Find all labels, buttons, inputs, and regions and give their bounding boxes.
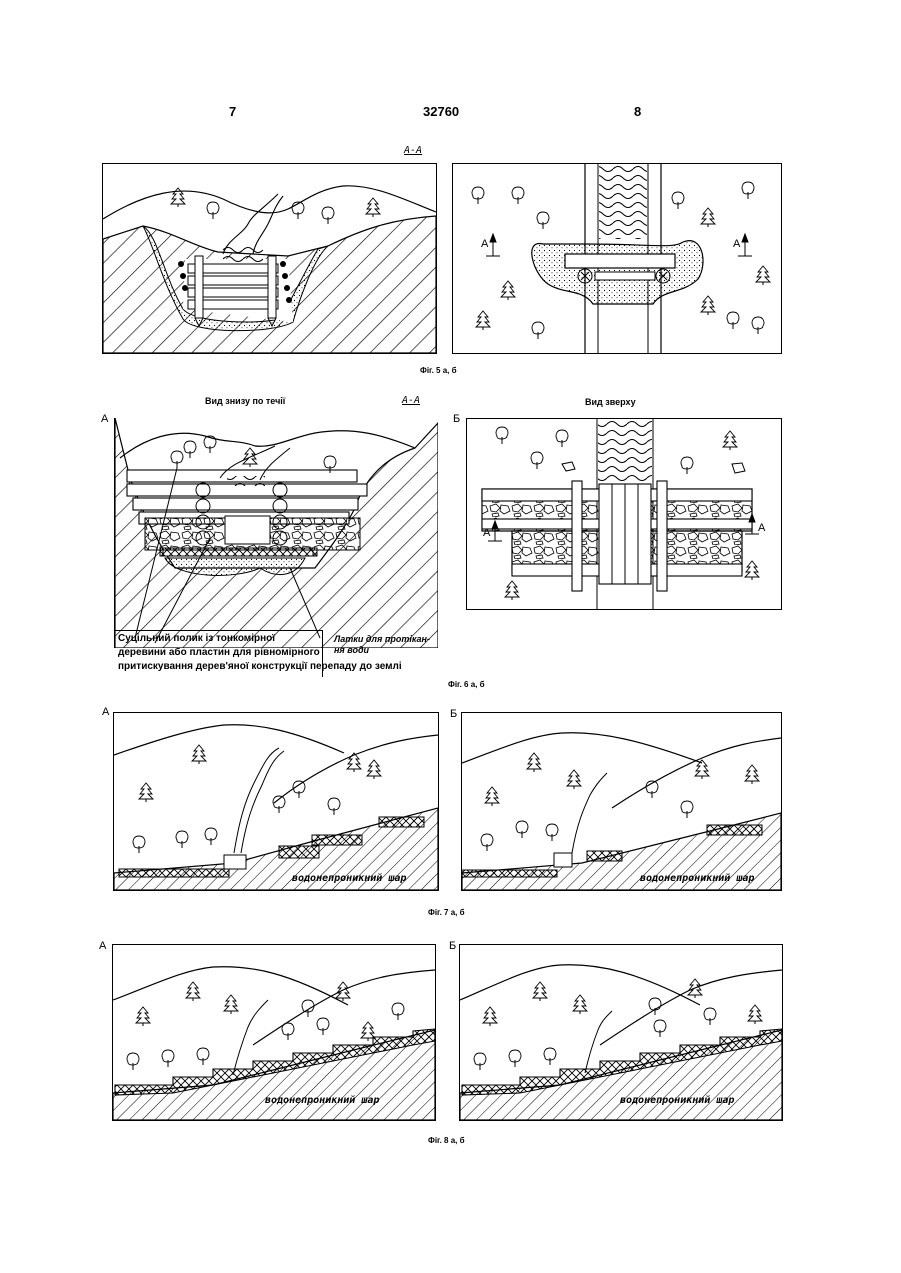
fig7a-panel: водонепроникний шар <box>113 712 439 891</box>
fig5b-panel: А А <box>452 163 782 354</box>
fig8b-layer-label: водонепроникний шар <box>620 1095 734 1106</box>
fig8-caption: Фіг. 8 а, б <box>428 1136 465 1145</box>
fig6a-panel <box>114 418 438 648</box>
fig6b-arrow-label-right: А <box>758 522 765 534</box>
fig7b-letter: Б <box>450 708 457 720</box>
left-page-number: 7 <box>229 104 236 119</box>
fig5-section-label: А-А <box>404 145 422 156</box>
fig8a-panel: водонепроникний шар <box>112 944 436 1121</box>
fig8a-letter: А <box>99 940 106 952</box>
fig6b-arrow-label-left: А <box>483 527 490 539</box>
fig8b-drawing <box>460 945 782 1120</box>
fig5b-arrow-label-left: А <box>481 238 488 250</box>
fig7a-letter: А <box>102 706 109 718</box>
fig6b-drawing <box>467 419 781 609</box>
fig6-title-left: Вид знизу по течії <box>205 396 285 406</box>
fig5b-drawing <box>453 164 781 353</box>
fig6-title-right: Вид зверху <box>585 397 636 407</box>
fig5-caption: Фіг. 5 а, б <box>420 366 457 375</box>
fig7b-layer-label: водонепроникний шар <box>640 873 754 884</box>
fig8b-letter: Б <box>449 940 456 952</box>
fig6-note-line-3: притискування дерев'яної конструкції пер… <box>118 660 402 674</box>
fig6-note-line-1: Суцільний полик із тонкомірної <box>118 632 275 646</box>
fig8a-drawing <box>113 945 435 1120</box>
fig6-caption: Фіг. 6 а, б <box>448 680 485 689</box>
patent-number: 32760 <box>423 104 459 119</box>
fig6a-letter: А <box>101 413 108 425</box>
fig7b-drawing <box>462 713 781 890</box>
fig8a-layer-label: водонепроникний шар <box>265 1095 379 1106</box>
fig6-side-note-line-2: ня води <box>334 645 369 656</box>
fig6-section-label: А-А <box>402 395 420 406</box>
fig6-note-line-2: деревини або пластин для рівномірного <box>118 646 320 660</box>
fig6a-drawing <box>115 418 438 648</box>
fig7a-layer-label: водонепроникний шар <box>292 873 406 884</box>
fig6b-panel: А А <box>466 418 782 610</box>
right-page-number: 8 <box>634 104 641 119</box>
fig8b-panel: водонепроникний шар <box>459 944 783 1121</box>
fig6-side-note-line-1: Латки для протікан- <box>334 634 430 645</box>
fig6b-letter: Б <box>453 413 460 425</box>
fig5a-panel <box>102 163 437 354</box>
fig5b-arrow-label-right: А <box>733 238 740 250</box>
fig7b-panel: водонепроникний шар <box>461 712 782 891</box>
fig7a-drawing <box>114 713 438 890</box>
fig5a-drawing <box>103 164 436 353</box>
fig7-caption: Фіг. 7 а, б <box>428 908 465 917</box>
